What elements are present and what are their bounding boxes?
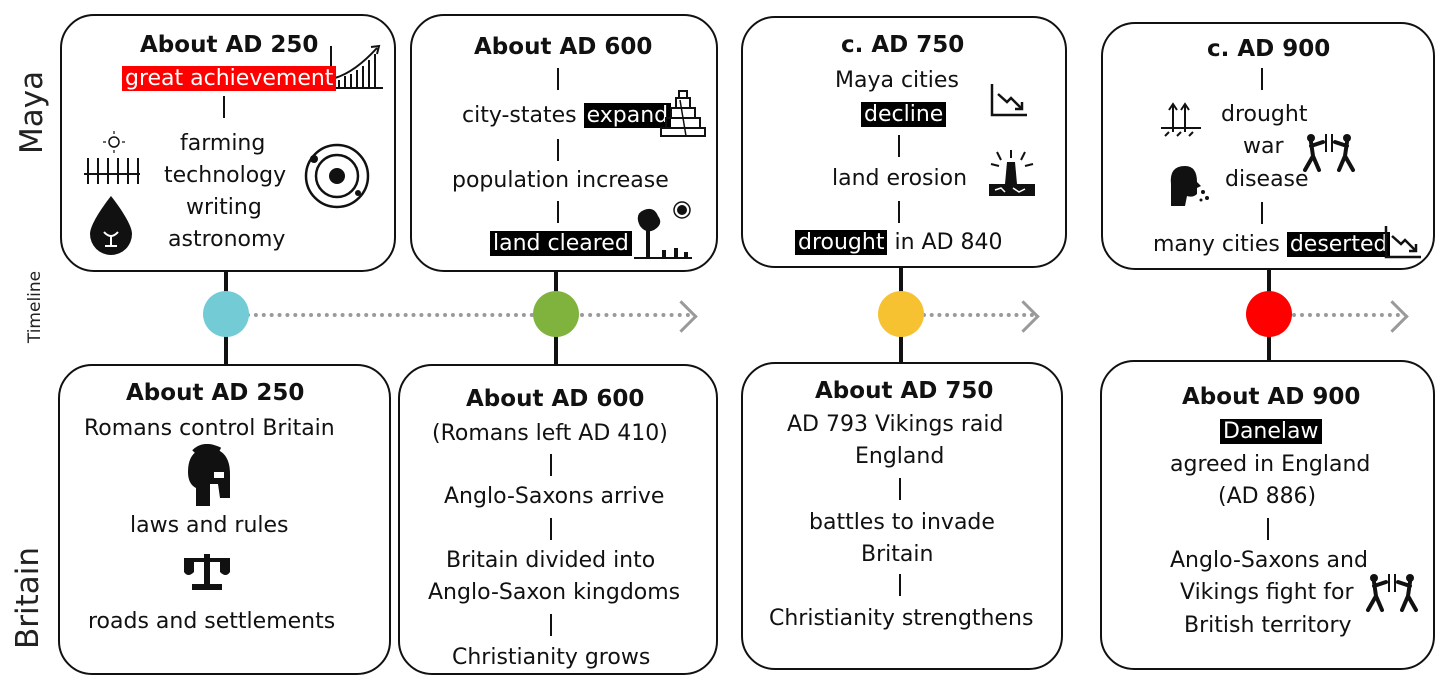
- christianity-strengthens-text: Christianity strengthens: [769, 606, 1034, 631]
- anglo-saxons-arrive-text: Anglo-Saxons arrive: [444, 484, 665, 509]
- many-cities-text: many cities: [1153, 232, 1280, 257]
- maya-card-900: c. AD 900 drought war disease many citie…: [1101, 22, 1435, 270]
- maya-card-250: About AD 250 great achievement farming t…: [60, 14, 396, 272]
- deserted-highlight: deserted: [1286, 232, 1391, 257]
- christianity-grows-text: Christianity grows: [452, 645, 651, 670]
- divided-text-2: Anglo-Saxon kingdoms: [428, 580, 681, 605]
- card-title: About AD 250: [140, 32, 319, 58]
- corn-field-icon: [82, 128, 142, 192]
- drought-highlight: drought: [795, 230, 888, 255]
- battles-text-1: battles to invade: [809, 510, 995, 535]
- great-achievement-highlight: great achievement: [122, 66, 337, 91]
- maya-cities-text: Maya cities: [835, 68, 959, 93]
- romans-text: Romans control Britain: [84, 416, 335, 441]
- fight-text-3: British territory: [1184, 613, 1352, 638]
- roman-helmet-icon: [180, 444, 234, 514]
- agreed-text-1: agreed in England: [1170, 452, 1371, 477]
- chart-down-icon: [1383, 224, 1423, 264]
- cleared-land-icon: [632, 200, 694, 266]
- timeline-label: Timeline: [25, 270, 45, 344]
- dry-plants-icon: [1159, 98, 1203, 144]
- agreed-text-2: (AD 886): [1218, 484, 1317, 509]
- list-item: technology: [164, 163, 287, 188]
- card-title: About AD 250: [126, 380, 305, 406]
- fight-text-1: Anglo-Saxons and: [1170, 548, 1368, 573]
- scales-icon: [182, 550, 232, 596]
- divided-text-1: Britain divided into: [446, 548, 656, 573]
- timeline-dot-600: [533, 291, 579, 337]
- roads-text: roads and settlements: [88, 609, 336, 634]
- fight-text-2: Vikings fight for: [1180, 580, 1354, 605]
- timeline-dot-750: [878, 291, 924, 337]
- battles-text-2: Britain: [861, 542, 934, 567]
- timeline-dot-900: [1246, 291, 1292, 337]
- city-states-text: city-states: [462, 103, 577, 128]
- fighting-figures-icon: [1362, 572, 1422, 618]
- fighting-figures-icon: [1299, 132, 1359, 178]
- card-title: c. AD 750: [841, 32, 965, 58]
- card-title: About AD 900: [1182, 384, 1361, 410]
- britain-card-250: About AD 250 Romans control Britain laws…: [58, 364, 391, 675]
- list-item: astronomy: [168, 227, 286, 252]
- britain-label: Britain: [10, 546, 46, 649]
- disease-text: disease: [1225, 167, 1309, 192]
- card-title: c. AD 900: [1207, 36, 1331, 62]
- water-drop-icon: [86, 194, 136, 260]
- britain-card-750: About AD 750 AD 793 Vikings raid England…: [741, 362, 1063, 670]
- population-text: population increase: [452, 168, 669, 193]
- list-item: writing: [186, 195, 262, 220]
- card-title: About AD 750: [815, 378, 994, 404]
- timeline-dot-250: [203, 291, 249, 337]
- sick-person-icon: [1163, 162, 1213, 212]
- erosion-icon: [987, 148, 1037, 202]
- danelaw-highlight: Danelaw: [1220, 419, 1322, 444]
- list-item: farming: [180, 131, 266, 156]
- vikings-raid-text-2: England: [855, 444, 945, 469]
- romans-left-text: (Romans left AD 410): [432, 421, 668, 446]
- vikings-raid-text-1: AD 793 Vikings raid: [787, 412, 1004, 437]
- drought-text: drought: [1221, 102, 1308, 127]
- expand-highlight: expand: [583, 103, 672, 128]
- laws-text: laws and rules: [130, 513, 289, 538]
- maya-label: Maya: [14, 70, 50, 154]
- chart-down-icon: [989, 82, 1029, 122]
- card-title: About AD 600: [474, 34, 653, 60]
- britain-card-900: About AD 900 Danelaw agreed in England (…: [1100, 360, 1435, 670]
- britain-card-600: About AD 600 (Romans left AD 410) Anglo-…: [398, 364, 718, 675]
- pyramid-icon: [658, 88, 708, 142]
- land-cleared-highlight: land cleared: [490, 231, 632, 256]
- war-text: war: [1243, 134, 1284, 159]
- maya-card-750: c. AD 750 Maya cities decline land erosi…: [741, 16, 1067, 268]
- card-title: About AD 600: [466, 386, 645, 412]
- land-erosion-text: land erosion: [832, 166, 968, 191]
- solar-system-icon: [302, 141, 372, 215]
- decline-highlight: decline: [861, 102, 947, 127]
- drought-year-text: in AD 840: [894, 230, 1003, 255]
- maya-card-600: About AD 600 city-states expand populati…: [410, 14, 718, 272]
